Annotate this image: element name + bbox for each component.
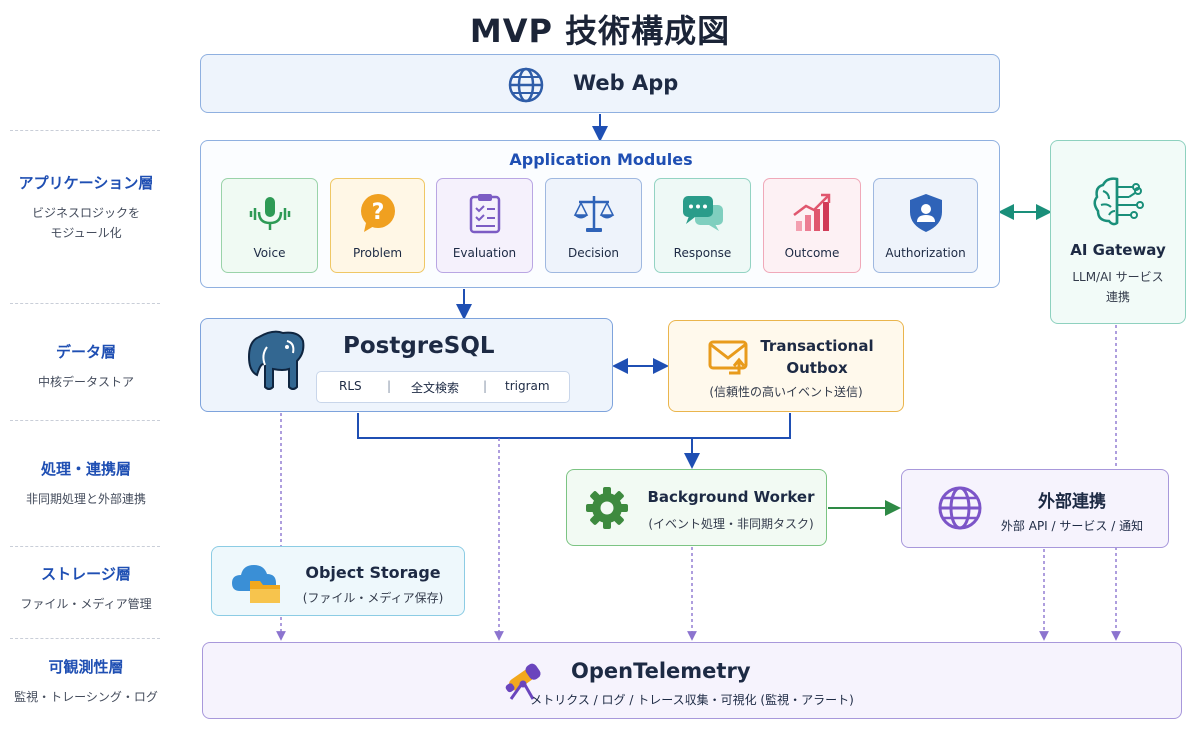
question-bubble-icon: ? (360, 194, 395, 232)
module-authorization[interactable]: Authorization (873, 178, 978, 273)
module-problem[interactable]: ? Problem (330, 178, 425, 273)
application-modules-label: Application Modules (509, 150, 693, 169)
layer-label-application: アプリケーション層 ビジネスロジックをモジュール化 (0, 172, 172, 243)
layer-label-storage: ストレージ層 ファイル・メディア管理 (0, 563, 172, 614)
module-label: Decision (567, 246, 620, 260)
external-integration-box[interactable]: 外部連携 外部 API / サービス / 通知 (901, 469, 1169, 548)
layer-divider (10, 420, 160, 421)
scales-icon (573, 196, 614, 232)
gear-icon (586, 487, 628, 529)
layer-desc: 非同期処理と外部連携 (25, 492, 146, 506)
layer-label-data: データ層 中核データストア (0, 341, 172, 392)
application-modules-box: Application Modules Voice ? Problem (200, 140, 1000, 288)
feature-rls: RLS (339, 379, 362, 393)
ai-gateway-label: AI Gateway (1070, 241, 1166, 259)
object-storage-box[interactable]: Object Storage (ファイル・メディア保存) (211, 546, 465, 616)
background-worker-label: Background Worker (647, 488, 815, 506)
module-label: Problem (352, 246, 403, 260)
layer-divider (10, 546, 160, 547)
telescope-icon (505, 663, 541, 700)
external-desc: 外部 API / サービス / 通知 (1000, 519, 1144, 533)
microphone-icon (249, 197, 290, 230)
shield-user-icon (909, 194, 942, 232)
layer-name: アプリケーション層 (18, 174, 154, 192)
layer-label-processing: 処理・連携層 非同期処理と外部連携 (0, 458, 172, 509)
feature-separator: | (387, 379, 392, 393)
opentelemetry-label: OpenTelemetry (571, 659, 751, 683)
layer-desc: ビジネスロジックをモジュール化 (31, 206, 140, 240)
background-worker-desc: (イベント処理・非同期タスク) (648, 517, 814, 531)
feature-trigram: trigram (505, 379, 550, 393)
module-voice[interactable]: Voice (221, 178, 318, 273)
growth-chart-icon (793, 193, 831, 231)
module-outcome[interactable]: Outcome (763, 178, 861, 273)
elephant-icon (247, 330, 305, 390)
module-label: Outcome (784, 246, 840, 260)
chat-bubbles-icon (682, 196, 723, 231)
module-decision[interactable]: Decision (545, 178, 642, 273)
postgresql-features: RLS | 全文検索 | trigram (316, 371, 570, 403)
ai-gateway-desc: LLM/AI サービス連携 (1072, 270, 1164, 304)
brain-circuit-icon (1093, 177, 1144, 226)
layer-label-observability: 可観測性層 監視・トレーシング・ログ (0, 656, 172, 707)
layer-name: 可観測性層 (48, 658, 124, 676)
module-evaluation[interactable]: Evaluation (436, 178, 533, 273)
web-app-label: Web App (573, 71, 679, 95)
envelope-icon (708, 340, 748, 375)
module-label: Voice (253, 246, 286, 260)
web-app-box[interactable]: Web App (200, 54, 1000, 113)
layer-name: ストレージ層 (41, 565, 131, 583)
svg-text:?: ? (371, 200, 384, 225)
object-storage-desc: (ファイル・メディア保存) (302, 591, 444, 605)
module-label: Response (673, 246, 732, 260)
outbox-desc: (信頼性の高いイベント送信) (709, 385, 863, 399)
layer-desc: ファイル・メディア管理 (20, 597, 152, 611)
layer-desc: 中核データストア (37, 375, 134, 389)
module-label: Evaluation (452, 246, 517, 260)
module-response[interactable]: Response (654, 178, 751, 273)
postgresql-label: PostgreSQL (343, 333, 495, 359)
opentelemetry-desc: メトリクス / ログ / トレース収集・可視化 (監視・アラート) (530, 693, 854, 707)
module-label: Authorization (885, 246, 966, 260)
layer-name: データ層 (55, 343, 116, 361)
cloud-folder-icon (232, 565, 280, 603)
globe-icon (508, 67, 544, 103)
opentelemetry-box[interactable]: OpenTelemetry メトリクス / ログ / トレース収集・可視化 (監… (202, 642, 1182, 719)
layer-divider (10, 130, 160, 131)
ai-gateway-box[interactable]: AI Gateway LLM/AI サービス連携 (1050, 140, 1186, 324)
background-worker-box[interactable]: Background Worker (イベント処理・非同期タスク) (566, 469, 827, 546)
layer-divider (10, 303, 160, 304)
external-label: 外部連携 (1038, 492, 1106, 512)
diagram-title: MVP 技術構成図 (469, 12, 731, 50)
feature-separator: | (483, 379, 488, 393)
feature-fulltext: 全文検索 (411, 381, 460, 395)
layer-divider (10, 638, 160, 639)
clipboard-check-icon (469, 194, 500, 234)
layer-name: 処理・連携層 (40, 460, 131, 478)
object-storage-label: Object Storage (305, 563, 441, 582)
globe-icon (938, 486, 982, 530)
postgresql-box[interactable]: PostgreSQL RLS | 全文検索 | trigram (200, 318, 613, 412)
layer-desc: 監視・トレーシング・ログ (14, 690, 158, 704)
merge-line (357, 413, 791, 439)
